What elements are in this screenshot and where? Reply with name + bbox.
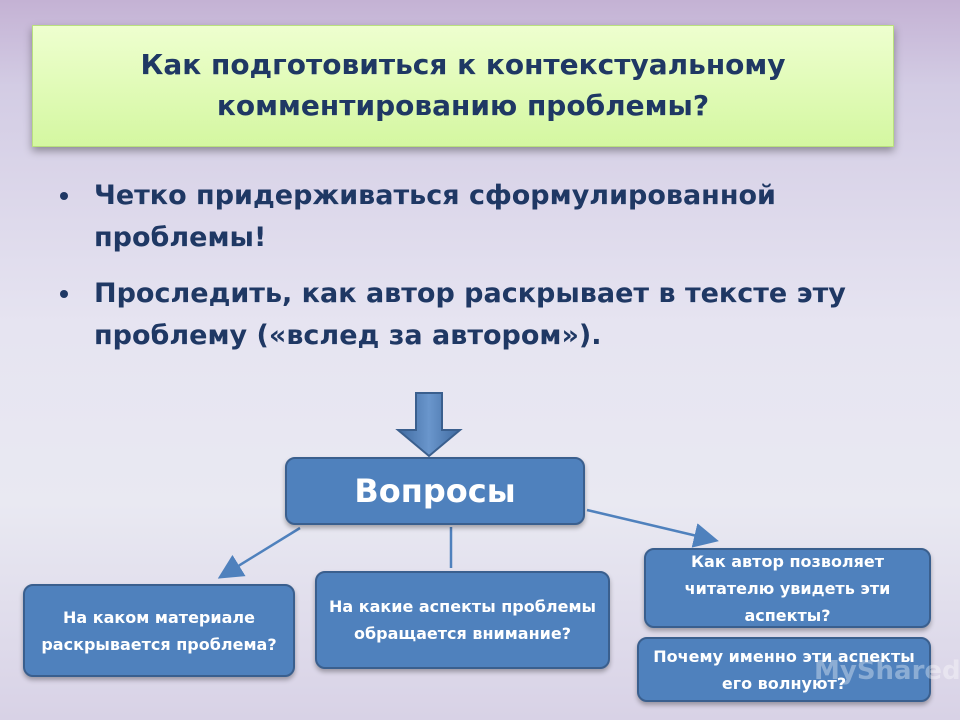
question-box-material: На каком материале раскрывается проблема… (23, 584, 295, 677)
bullet-dot-icon (60, 290, 68, 298)
questions-hub-box: Вопросы (285, 457, 585, 525)
bullet-item: Четко придерживаться сформулированной пр… (60, 175, 920, 259)
connector-line-left (217, 526, 301, 579)
bullet-list: Четко придерживаться сформулированной пр… (60, 175, 920, 371)
slide-title: Как подготовиться к контекстуальному ком… (140, 48, 786, 122)
down-arrow-icon (395, 392, 463, 458)
bullet-text: Четко придерживаться сформулированной пр… (94, 180, 776, 253)
bullet-text: Проследить, как автор раскрывает в текст… (94, 278, 846, 351)
title-banner: Как подготовиться к контекстуальному ком… (32, 25, 894, 147)
watermark-logo: MyShared (814, 656, 960, 686)
bullet-dot-icon (60, 192, 68, 200)
question-box-aspects: На какие аспекты проблемы обращается вни… (315, 571, 610, 669)
question-box-how-author: Как автор позволяет читателю увидеть эти… (644, 548, 931, 628)
bullet-item: Проследить, как автор раскрывает в текст… (60, 273, 920, 357)
question-box-why: Почему именно эти аспекты его волнуют? (637, 637, 931, 702)
connector-line-right (586, 508, 719, 548)
